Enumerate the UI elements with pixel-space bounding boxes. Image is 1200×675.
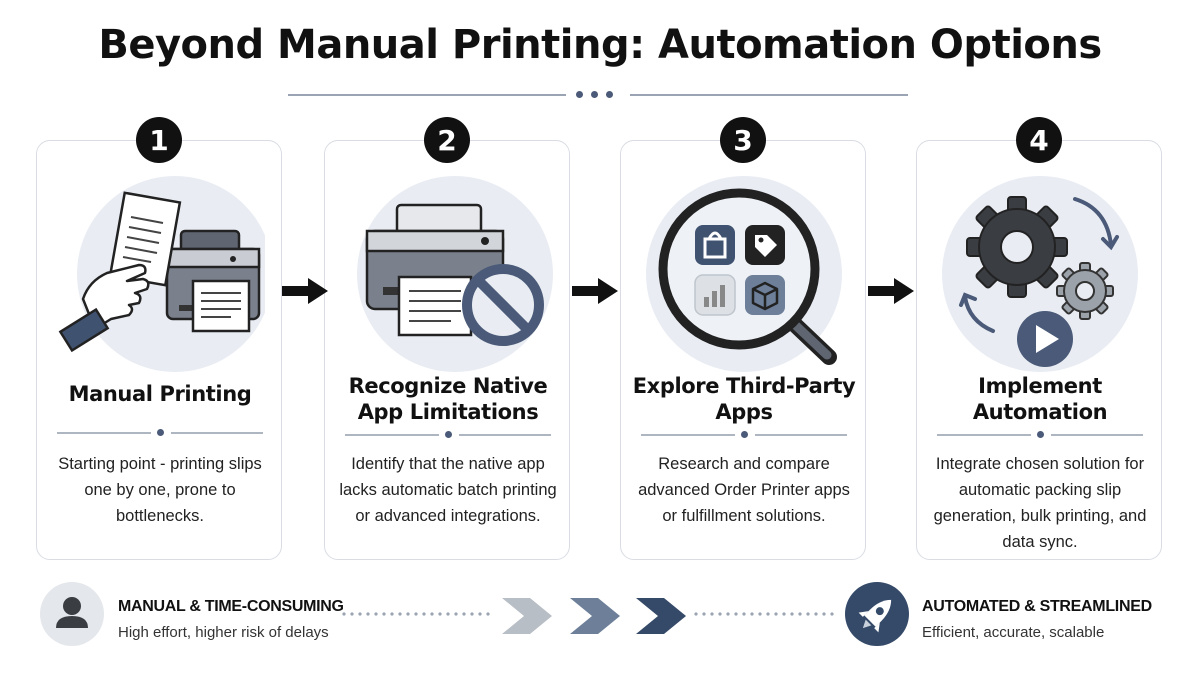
step-number-badge: 4	[1016, 117, 1062, 163]
step-title: Explore Third-Party Apps	[632, 374, 856, 424]
step-number-badge: 1	[136, 117, 182, 163]
chevron-icon	[636, 598, 686, 634]
user-icon	[56, 597, 88, 628]
chevron-icon	[502, 598, 552, 634]
rocket-icon	[858, 599, 892, 633]
explore-apps-illustration	[646, 176, 842, 372]
hand-holding-paper-icon	[58, 191, 182, 353]
step-number-badge: 3	[720, 117, 766, 163]
step-card-3: Explore Third-Party Apps Research and co…	[620, 140, 866, 560]
page-title: Beyond Manual Printing: Automation Optio…	[98, 22, 1102, 68]
manual-printing-illustration	[58, 176, 265, 372]
step-card-1: Manual Printing Starting point - printin…	[36, 140, 282, 560]
footer-left-subtext: High effort, higher risk of delays	[118, 624, 329, 641]
step-title: Manual Printing	[68, 382, 252, 406]
gear-icon	[966, 196, 1114, 320]
step-title: Recognize Native App Limitations	[348, 374, 548, 424]
step-description: Starting point - printing slips one by o…	[58, 455, 262, 525]
native-limitations-illustration	[357, 176, 553, 372]
right-arrow-icon	[282, 278, 328, 304]
title-divider	[288, 88, 908, 102]
printer-icon	[165, 229, 261, 333]
step-description: Integrate chosen solution for automatic …	[933, 455, 1147, 551]
step-title: Implement Automation	[972, 374, 1108, 424]
shopping-bag-icon	[695, 225, 735, 265]
step-card-2: Recognize Native App Limitations Identif…	[324, 140, 570, 560]
right-arrow-icon	[572, 278, 618, 304]
prohibited-icon	[462, 264, 544, 346]
step-card-4: Implement Automation Integrate chosen so…	[916, 140, 1162, 560]
implement-automation-illustration	[942, 176, 1138, 372]
card-divider	[345, 429, 551, 441]
footer-right-heading: AUTOMATED & STREAMLINED	[922, 598, 1152, 615]
card-divider	[57, 427, 263, 439]
footer-right-subtext: Efficient, accurate, scalable	[922, 624, 1105, 641]
card-divider	[937, 429, 1143, 441]
dotted-connector	[342, 612, 490, 616]
footer-left-heading: MANUAL & TIME-CONSUMING	[118, 598, 344, 615]
rocket-avatar	[845, 582, 909, 646]
card-divider	[641, 429, 847, 441]
chevron-icon	[570, 598, 620, 634]
step-description: Identify that the native app lacks autom…	[339, 455, 557, 525]
user-avatar	[40, 582, 104, 646]
step-number-badge: 2	[424, 117, 470, 163]
dotted-connector	[694, 612, 834, 616]
cycle-arrows-icon	[959, 197, 1119, 333]
step-description: Research and compare advanced Order Prin…	[638, 455, 850, 525]
right-arrow-icon	[868, 278, 914, 304]
play-icon	[1017, 311, 1073, 367]
